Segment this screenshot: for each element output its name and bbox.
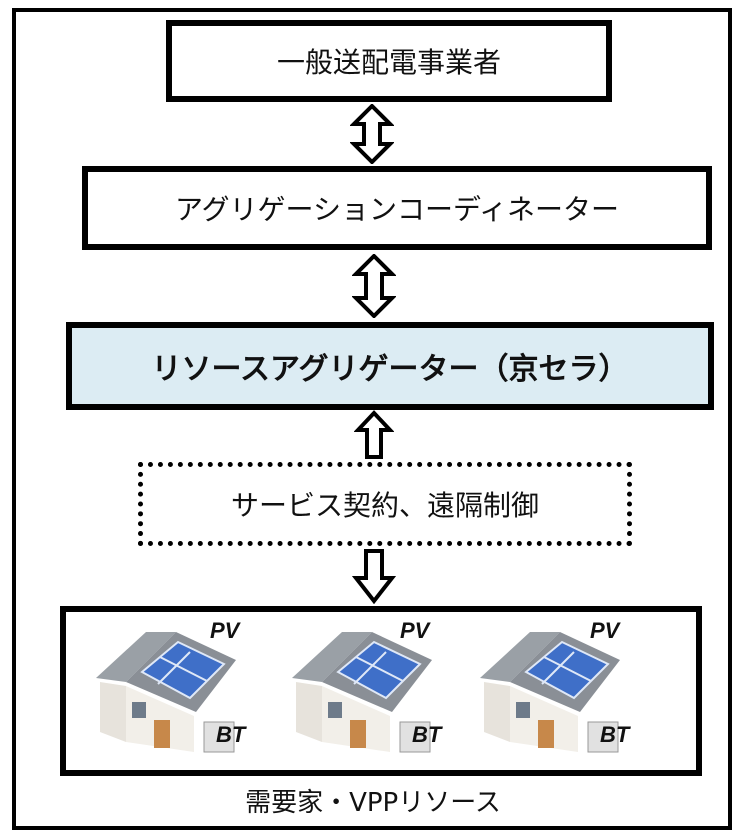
pv-label-2: PV [400, 618, 430, 643]
up-arrow-icon [354, 410, 394, 459]
house-2-icon [292, 632, 432, 753]
box-service-contract: サービス契約、遠隔制御 [138, 462, 632, 546]
box-transmission-operator: 一般送配電事業者 [166, 20, 612, 102]
box-transmission-operator-label: 一般送配電事業者 [276, 46, 501, 79]
box-service-contract-label: サービス契約、遠隔制御 [230, 489, 539, 522]
box-resource-aggregator-label: リソースアグリゲーター（京セラ） [151, 352, 629, 387]
double-arrow-2-icon [352, 254, 396, 318]
house-3-icon [480, 632, 620, 753]
box-aggregation-coordinator-label: アグリゲーションコーディネーター [174, 193, 620, 226]
bt-label-3: BT [600, 722, 630, 747]
bt-label-2: BT [412, 722, 442, 747]
pv-label-3: PV [590, 618, 620, 643]
resources-caption: 需要家・VPPリソース [245, 788, 501, 818]
box-resource-aggregator: リソースアグリゲーター（京セラ） [66, 322, 714, 410]
outer-frame [12, 8, 732, 830]
house-1-icon [96, 632, 236, 753]
down-arrow-icon [352, 549, 396, 604]
pv-label-1: PV [210, 618, 240, 643]
double-arrow-1-icon [350, 104, 394, 164]
box-aggregation-coordinator: アグリゲーションコーディネーター [82, 166, 712, 250]
bt-label-1: BT [216, 722, 246, 747]
